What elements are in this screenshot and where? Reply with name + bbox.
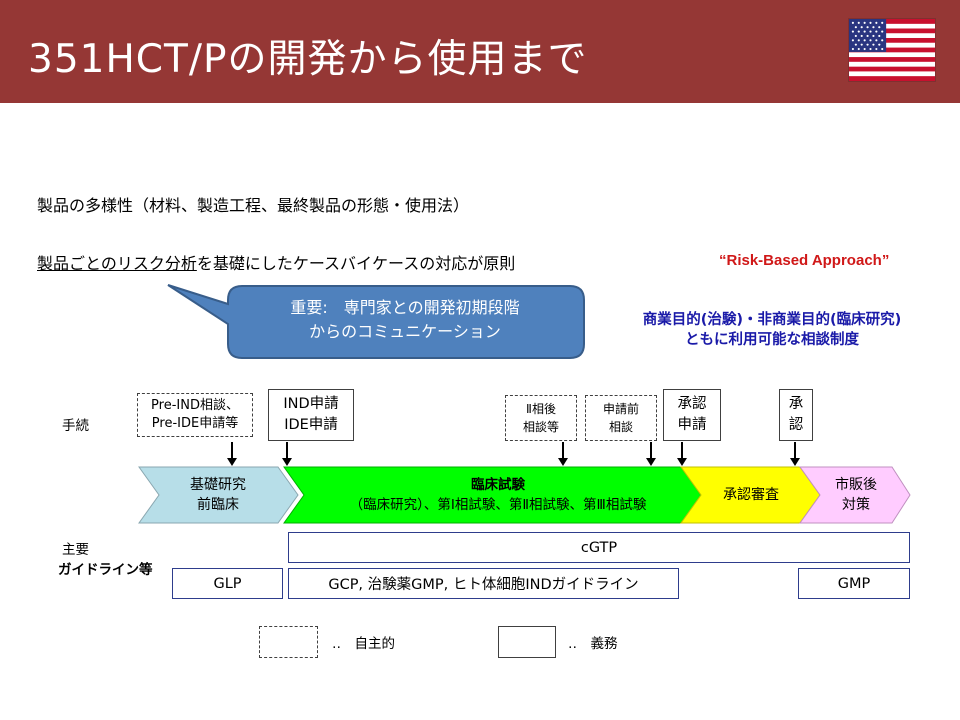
- callout-bubble: [167, 284, 585, 359]
- phase-chevrons: [138, 466, 911, 524]
- gcp-box: GCP, 治験薬GMP, ヒト体細胞INDガイドライン: [288, 568, 679, 599]
- phase2-line-2: 相談等: [522, 420, 559, 434]
- pre-ind-consultation-box: Pre-IND相談、 Pre-IDE申請等: [137, 393, 253, 437]
- basic-research-line-1: 基礎研究: [190, 477, 246, 493]
- ind-line: IND申請: [283, 396, 339, 412]
- guidelines-label-line-2: ガイドライン等: [58, 562, 153, 578]
- approval-review-label: 承認審査: [723, 487, 779, 503]
- postmarket-label: 市販後 対策: [818, 471, 894, 519]
- postmarket-line-2: 対策: [842, 497, 870, 513]
- callout-line-2: からのコミュニケーション: [309, 322, 501, 341]
- cgtp-box: cGTP: [288, 532, 910, 563]
- approval-application-box: 承認 申請: [663, 389, 721, 441]
- slide-title: 351HCT/Pの開発から使用まで: [28, 37, 588, 82]
- phase2-line-1: Ⅱ相後: [526, 402, 556, 416]
- legend-voluntary: ‥ 自主的: [332, 636, 396, 652]
- intro-line-2-rest: を基礎にしたケースバイケースの対応が原則: [196, 254, 516, 273]
- callout-text: 重要: 専門家との開発初期段階 からのコミュニケーション: [230, 296, 580, 344]
- guidelines-label-line-1: 主要: [62, 542, 89, 558]
- postmarket-line-1: 市販後: [835, 477, 877, 493]
- approval-box: 承 認: [779, 389, 813, 441]
- approval-line-2: 認: [788, 417, 804, 433]
- pre-ind-line-1: Pre-IND相談、: [151, 398, 239, 413]
- consultation-note-line-2: ともに利用可能な相談制度: [685, 332, 859, 348]
- glp-box: GLP: [172, 568, 283, 599]
- intro-line-1: 製品の多様性（材料、製造工程、最終製品の形態・使用法）: [37, 196, 470, 215]
- intro-line-2: 製品ごとのリスク分析を基礎にしたケースバイケースの対応が原則: [37, 250, 515, 274]
- clinical-trial-line-1: 臨床試験: [471, 477, 525, 493]
- us-flag-icon: [848, 18, 936, 82]
- post-phase2-consultation-box: Ⅱ相後 相談等: [505, 395, 577, 441]
- consultation-note: 商業目的(治験)・非商業目的(臨床研究) ともに利用可能な相談制度: [598, 310, 946, 350]
- postmarket-chevron: [799, 466, 911, 524]
- basic-research-label: 基礎研究 前臨床: [159, 471, 277, 519]
- legend-dashed-swatch: [259, 626, 318, 658]
- gmp-box: GMP: [798, 568, 910, 599]
- pre-application-line-1: 申請前: [602, 402, 639, 416]
- intro-line-2-underlined: 製品ごとのリスク分析: [37, 254, 197, 273]
- title-bar: [0, 0, 960, 103]
- pre-ind-line-2: Pre-IDE申請等: [151, 416, 239, 431]
- basic-research-line-2: 前臨床: [197, 497, 239, 513]
- approval-application-line-1: 承認: [677, 396, 707, 412]
- ide-line: IDE申請: [284, 417, 338, 433]
- legend-mandatory: ‥ 義務: [568, 636, 618, 652]
- consultation-note-line-1: 商業目的(治験)・非商業目的(臨床研究): [642, 312, 902, 328]
- risk-based-approach: “Risk-Based Approach”: [719, 252, 890, 269]
- clinical-trial-label: 臨床試験 （臨床研究）、第Ⅰ相試験、第Ⅱ相試験、第Ⅲ相試験: [300, 471, 696, 519]
- procedure-arrows: [227, 442, 800, 466]
- legend-solid-swatch: [498, 626, 556, 658]
- callout-line-1: 重要: 専門家との開発初期段階: [290, 298, 520, 317]
- pre-application-line-2: 相談: [608, 420, 633, 434]
- approval-application-line-2: 申請: [677, 417, 707, 433]
- basic-research-chevron: [138, 466, 299, 524]
- clinical-trial-line-2: （臨床研究）、第Ⅰ相試験、第Ⅱ相試験、第Ⅲ相試験: [349, 497, 647, 513]
- procedures-label: 手続: [62, 418, 89, 434]
- ind-ide-application-box: IND申請 IDE申請: [268, 389, 354, 441]
- approval-line-1: 承: [788, 396, 804, 412]
- pre-application-consultation-box: 申請前 相談: [585, 395, 657, 441]
